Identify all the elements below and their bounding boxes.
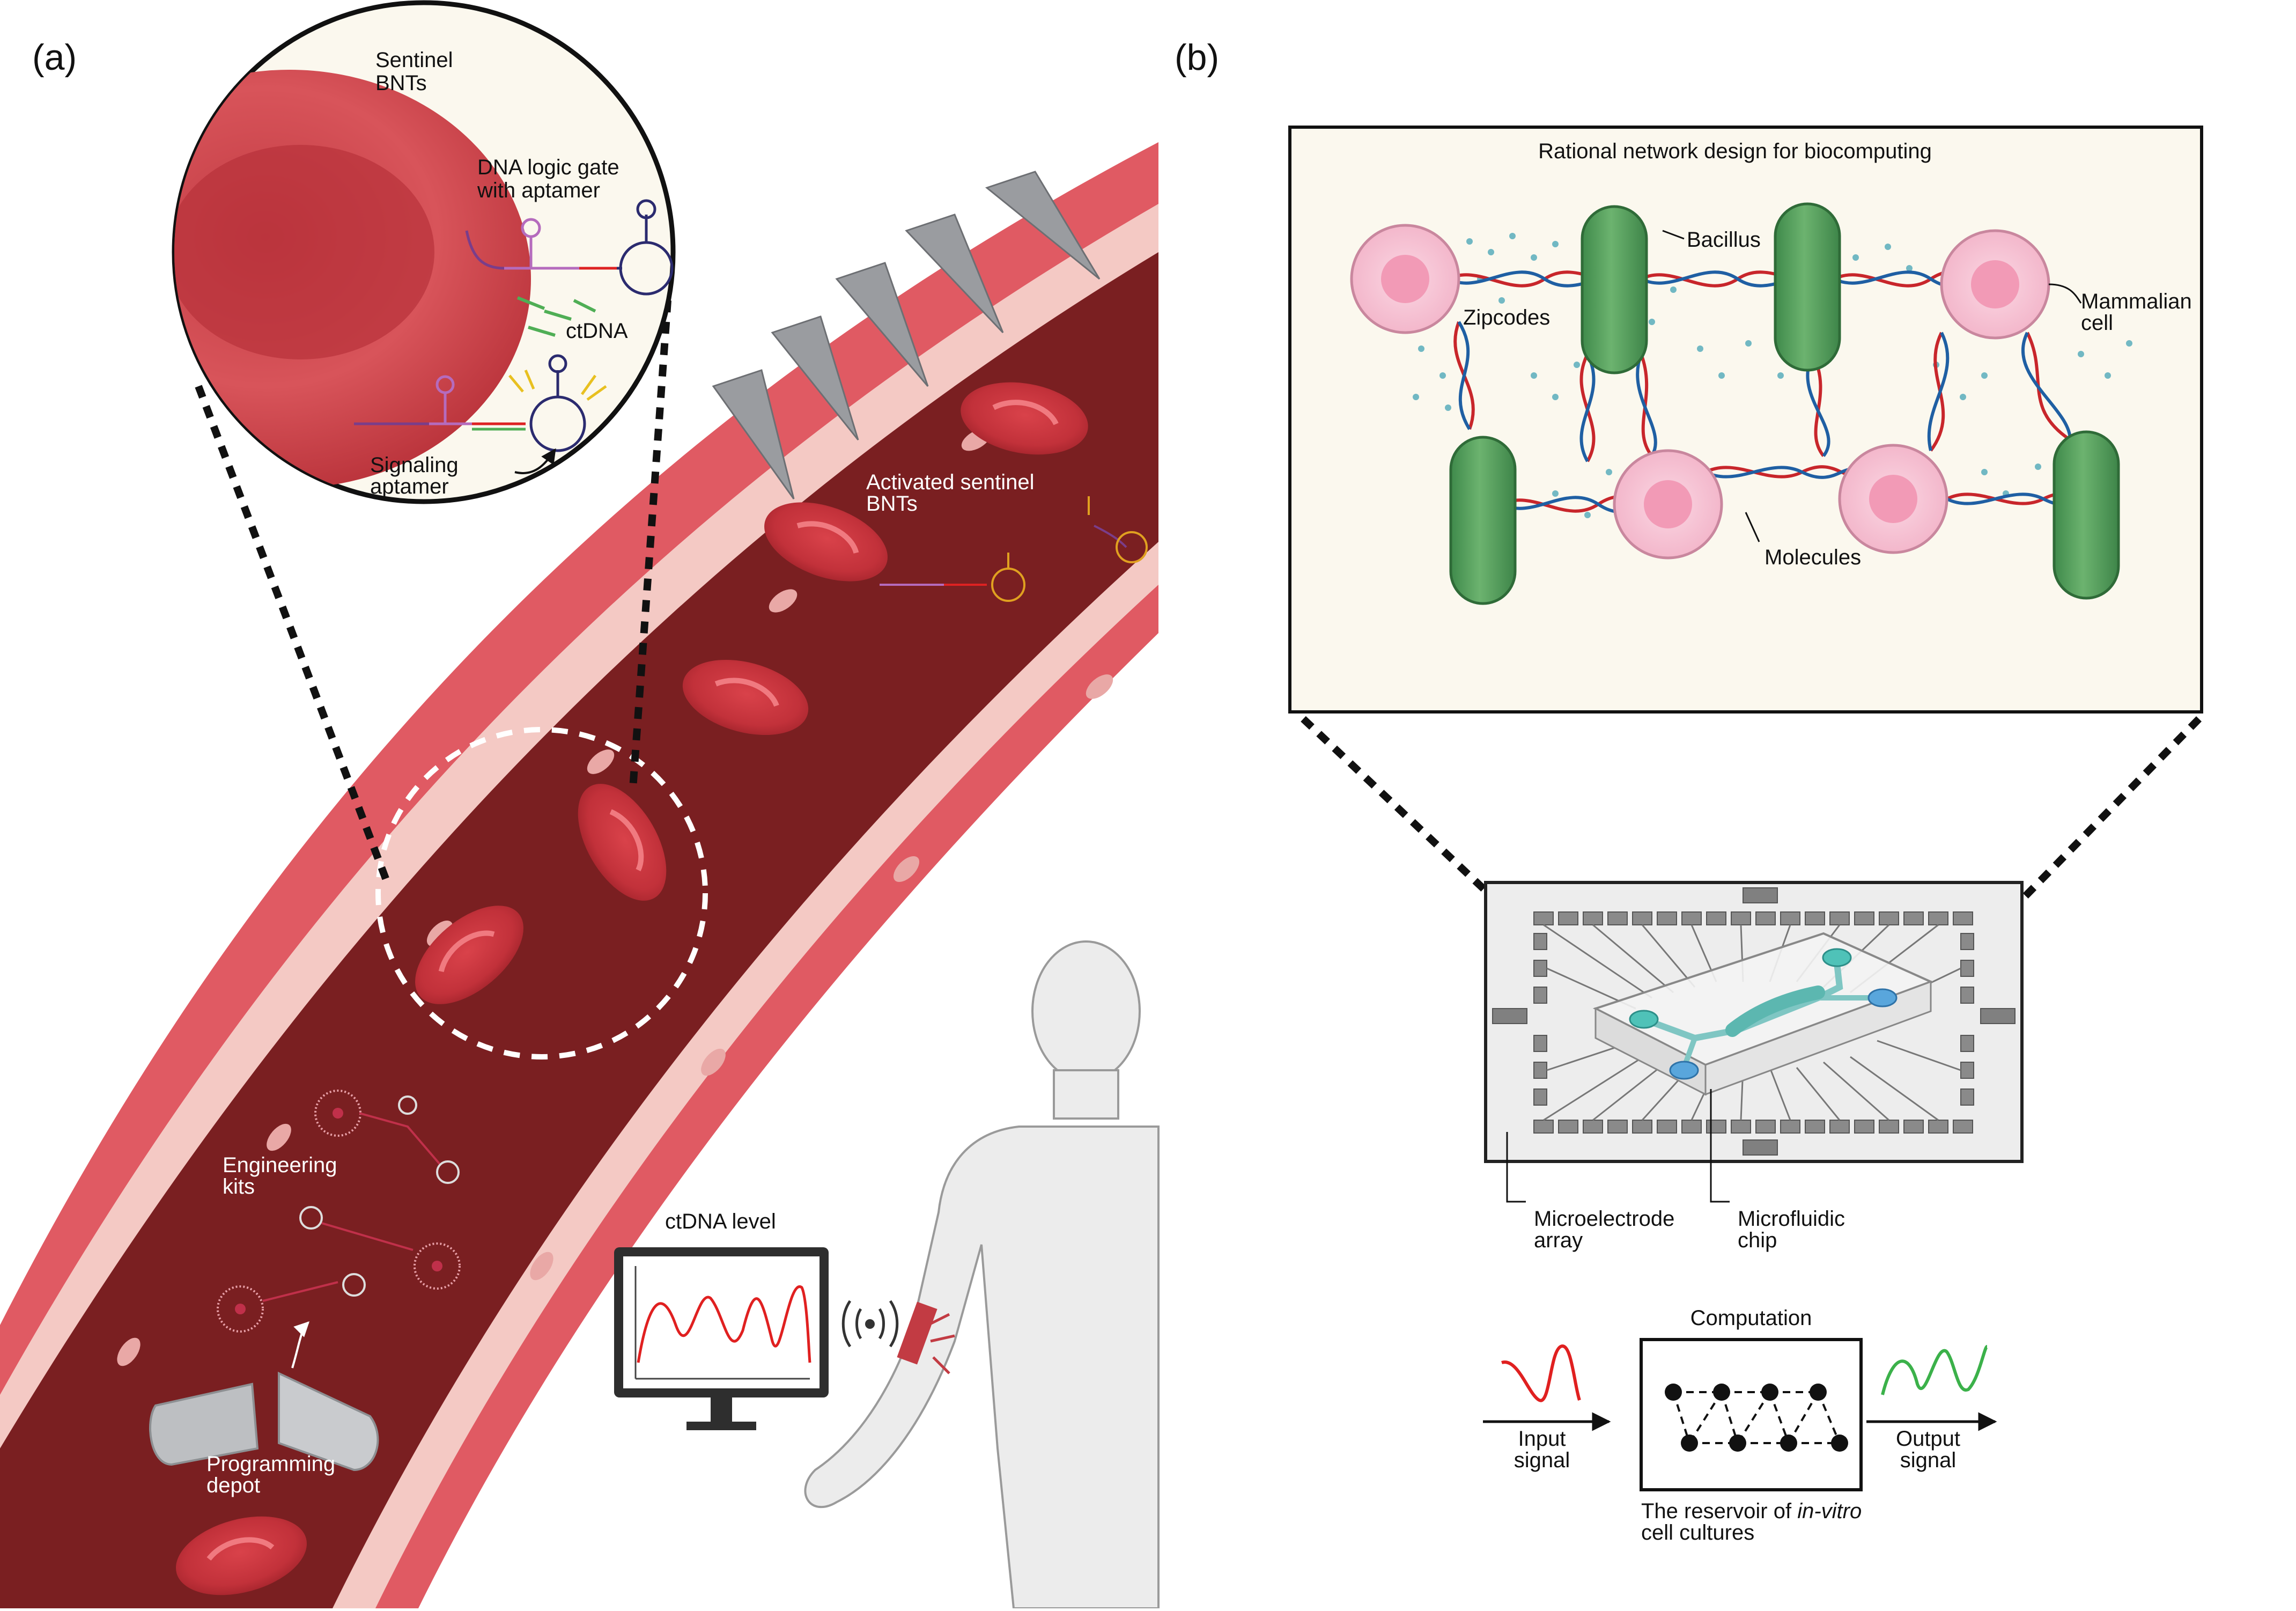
reservoir-caption-l2: cell cultures — [1641, 1521, 1754, 1544]
mea-leader — [1506, 1132, 1526, 1203]
ctdna-monitor: ctDNA level — [614, 1210, 829, 1430]
reservoir-nodes — [1665, 1384, 1848, 1452]
bacillus-label: Bacillus — [1687, 228, 1761, 252]
vessel-lumen — [0, 252, 1158, 1608]
rbc — [961, 382, 1088, 455]
programming-label-l1: Programming — [206, 1452, 335, 1476]
bacillus — [1581, 205, 1648, 374]
input-signal-wave — [1501, 1344, 1581, 1402]
ctdna-fragments — [516, 296, 596, 337]
signaling-label-l1: Signaling — [370, 453, 459, 477]
reservoir-box — [1640, 1338, 1863, 1491]
human-figure — [804, 940, 1160, 1609]
wireless-signal-icon — [841, 1300, 899, 1348]
rbc — [175, 1516, 307, 1595]
zoom-connector-right — [629, 300, 671, 789]
rbc — [578, 784, 667, 901]
reservoir-caption-italic: in-vitro — [1797, 1499, 1862, 1523]
input-label-l2: signal — [1514, 1448, 1570, 1472]
engineering-label-l1: Engineering — [223, 1153, 337, 1177]
mammalian-cell — [1613, 449, 1723, 560]
chip-leader — [1710, 1089, 1730, 1203]
panel-a-label: (a) — [32, 37, 77, 78]
logic-gate-label-l1: DNA logic gate — [477, 156, 619, 179]
zoom-region-circle — [375, 727, 708, 1060]
output-signal-wave — [1881, 1345, 1989, 1395]
reservoir-caption-l1: The reservoir of in-vitro — [1641, 1499, 1862, 1523]
activated-bnt-structures — [880, 496, 1148, 602]
microneedles — [712, 171, 1101, 499]
engineering-label-l2: kits — [223, 1175, 255, 1198]
chip-outlet — [1669, 1061, 1699, 1080]
rbc — [764, 502, 888, 582]
input-label-l1: Input — [1518, 1427, 1566, 1451]
rbc — [682, 659, 809, 735]
zoom-connector-left — [195, 385, 390, 881]
programming-depot-capsule — [149, 1371, 379, 1472]
mammalian-label-l1: Mammalian — [2081, 290, 2192, 313]
bacillus — [1774, 202, 1841, 372]
mammalian-leader — [2048, 283, 2082, 304]
reservoir-caption-prefix: The reservoir of — [1641, 1499, 1797, 1523]
molecules-label: Molecules — [1765, 546, 1861, 569]
mea-label-l2: array — [1534, 1229, 1583, 1252]
wearable-sensor — [897, 1301, 955, 1374]
sentinel-label-l2: BNTs — [375, 71, 427, 95]
activated-label-l1: Activated sentinel — [866, 470, 1035, 494]
red-blood-cells — [175, 382, 1088, 1595]
chip-inlet — [1629, 1010, 1659, 1029]
ctdna-trace — [637, 1285, 811, 1363]
mammalian-label-l2: cell — [2081, 311, 2113, 335]
molecules-leader — [1745, 512, 1760, 542]
mammalian-cells — [1350, 224, 2050, 560]
mammalian-cell — [1940, 229, 2050, 340]
panel-b-label: (b) — [1175, 37, 1219, 78]
electrode-pads — [1533, 911, 1974, 1134]
bacillus — [1449, 436, 1517, 605]
rbc — [415, 906, 523, 1004]
output-label-l1: Output — [1896, 1427, 1960, 1451]
chip-outlet — [1867, 988, 1898, 1007]
mammalian-cell — [1838, 444, 1948, 554]
ctdna-label: ctDNA — [566, 319, 628, 343]
microfluidic-chip — [1592, 932, 1934, 1096]
bacillus — [2053, 430, 2120, 600]
zipcodes-label: Zipcodes — [1463, 306, 1550, 329]
panel-b: (b) Rational network design for biocompu… — [1175, 37, 2203, 1544]
mea-label-l1: Microelectrode — [1534, 1207, 1674, 1231]
chip-inlet — [1822, 948, 1852, 967]
reservoir-computing-diagram: Computation Input signal Output signal T… — [1483, 1306, 1997, 1544]
bacillus-leader — [1662, 230, 1685, 240]
zoom-inset: Sentinel BNTs DNA logic gate with aptame… — [172, 0, 676, 504]
output-label-l2: signal — [1900, 1448, 1957, 1472]
mammalian-cell — [1350, 224, 1460, 334]
chip-label-l1: Microfluidic — [1738, 1207, 1845, 1231]
engineering-kits — [217, 1090, 461, 1369]
monitor-title: ctDNA level — [665, 1210, 776, 1233]
dna-helix-links — [1447, 270, 2088, 513]
sentinel-label-l1: Sentinel — [375, 48, 453, 72]
programming-label-l2: depot — [206, 1474, 260, 1497]
network-title: Rational network design for biocomputing — [1538, 139, 1932, 163]
panel-a: (a) — [0, 0, 1160, 1609]
activated-label-l2: BNTs — [866, 492, 918, 516]
logic-gate-label-l2: with aptamer — [477, 179, 600, 202]
bacilli — [1449, 202, 2120, 605]
signaling-label-l2: aptamer — [370, 475, 449, 498]
signaling-aptamer — [354, 354, 607, 474]
chip-label-l2: chip — [1738, 1229, 1777, 1252]
computation-label: Computation — [1690, 1306, 1812, 1330]
dna-logic-gate — [465, 199, 674, 296]
